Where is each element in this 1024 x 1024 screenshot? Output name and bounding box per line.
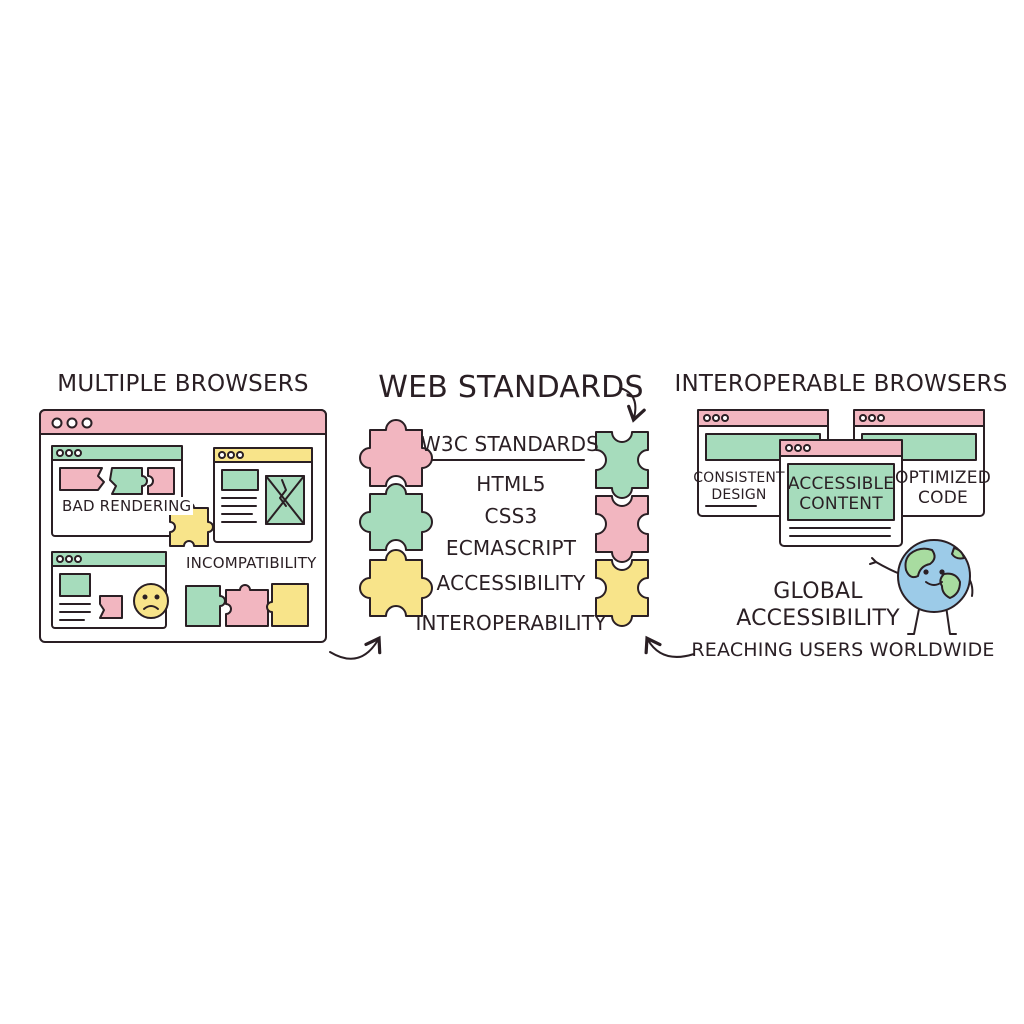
accessible-content-label: ACCESSIBLE CONTENT	[787, 474, 895, 514]
optimized-code-label: OPTIMIZED CODE	[895, 468, 991, 508]
arrow-right-to-standards	[644, 635, 695, 658]
arrow-left-to-standards	[329, 635, 382, 660]
incompatibility-label: INCOMPATIBILITY	[186, 554, 317, 572]
global-accessibility-title: GLOBAL ACCESSIBILITY	[736, 579, 900, 631]
web-standards-title: WEB STANDARDS	[378, 370, 644, 405]
reaching-users-subtitle: REACHING USERS WORLDWIDE	[691, 639, 995, 661]
accessible-content-window	[779, 439, 903, 547]
arrow-title-to-column	[619, 387, 646, 423]
standard-item-w3c: W3C STANDARDS	[420, 432, 600, 456]
interoperable-browsers-title: INTEROPERABLE BROWSERS	[674, 371, 1008, 397]
sad-face-icon	[133, 583, 169, 619]
bad-rendering-window	[51, 445, 183, 537]
mismatched-puzzle-pieces	[185, 583, 309, 627]
broken-image-window	[213, 447, 313, 543]
standard-item-accessibility: ACCESSIBILITY	[436, 571, 586, 595]
standard-item-interoperability: INTEROPERABILITY	[415, 611, 607, 635]
consistent-design-label: CONSISTENT DESIGN	[693, 470, 785, 503]
standard-item-html5: HTML5	[476, 472, 546, 496]
standard-item-ecmascript: ECMASCRIPT	[445, 536, 577, 560]
left-puzzle-column	[359, 419, 433, 617]
bad-rendering-label: BAD RENDERING	[60, 497, 194, 515]
standard-item-css3: CSS3	[484, 504, 538, 528]
globe-character-icon	[869, 539, 974, 635]
multiple-browsers-title: MULTIPLE BROWSERS	[57, 371, 309, 397]
right-puzzle-column	[595, 431, 649, 627]
